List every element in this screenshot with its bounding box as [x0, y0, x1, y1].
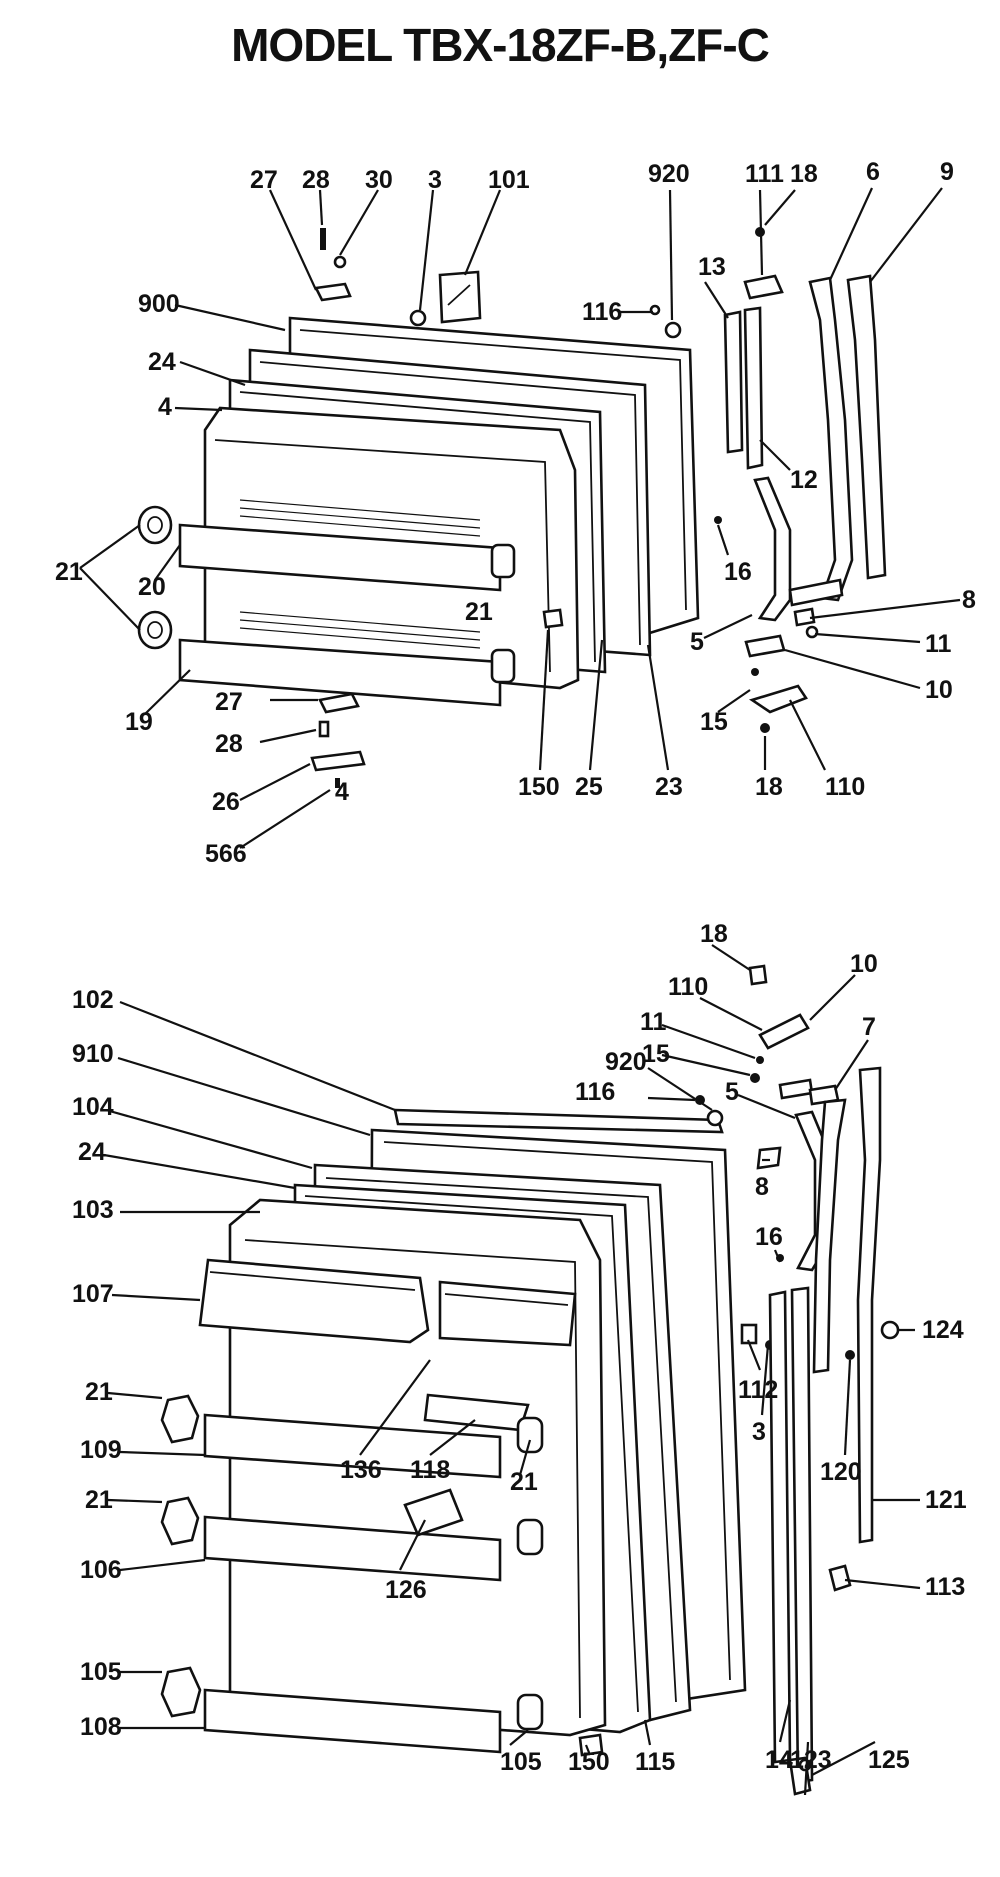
part-label: 910 [72, 1040, 114, 1068]
part-label: 120 [820, 1458, 862, 1486]
part-label: 8 [962, 586, 976, 614]
part-label: 121 [925, 1486, 967, 1514]
part-label: 150 [568, 1748, 610, 1776]
part-label: 136 [340, 1456, 382, 1484]
freezer-door-assembly [137, 227, 887, 788]
part-label: 920 [605, 1048, 647, 1076]
part-label: 126 [385, 1576, 427, 1604]
part-label: 110 [825, 773, 865, 801]
part-label: 3 [752, 1418, 766, 1446]
part-label: 106 [80, 1556, 122, 1584]
part-label: 19 [125, 708, 153, 736]
part-label: 105 [80, 1658, 122, 1686]
part-label: 115 [635, 1748, 675, 1776]
part-label: 124 [922, 1316, 964, 1344]
part-label: 101 [488, 166, 530, 194]
part-label: 112 [738, 1376, 778, 1404]
part-label: 110 [668, 973, 708, 1001]
part-label: 116 [575, 1078, 615, 1106]
part-label: 18 [700, 920, 728, 948]
part-label: 5 [725, 1078, 739, 1106]
part-label: 28 [302, 166, 330, 194]
part-label: 8 [755, 1173, 769, 1201]
part-label: 15 [700, 708, 728, 736]
part-label: 123 [790, 1746, 832, 1774]
freezer-part-labels: 27 28 30 3 101 920 111 18 6 9 900 116 13… [55, 158, 976, 868]
part-label: 9 [940, 158, 954, 186]
part-label: 6 [866, 158, 880, 186]
part-label: 113 [925, 1573, 965, 1601]
part-label: 7 [862, 1013, 876, 1041]
part-label: 24 [78, 1138, 106, 1166]
part-label: 107 [72, 1280, 114, 1308]
part-label: 4 [335, 778, 349, 806]
part-label: 11 [640, 1008, 667, 1036]
fresh-food-door-assembly [160, 964, 900, 1796]
part-label: 104 [72, 1093, 114, 1121]
part-label: 10 [925, 676, 953, 704]
part-label: 3 [428, 166, 442, 194]
part-label: 102 [72, 986, 114, 1014]
part-label: 21 [55, 558, 83, 586]
part-label: 900 [138, 290, 180, 318]
part-label: 28 [215, 730, 243, 758]
part-label: 27 [215, 688, 243, 716]
part-label: 150 [518, 773, 560, 801]
part-label: 21 [510, 1468, 538, 1496]
part-label: 18 [755, 773, 783, 801]
part-label: 16 [755, 1223, 783, 1251]
part-label: 27 [250, 166, 278, 194]
part-label: 25 [575, 773, 603, 801]
part-label: 30 [365, 166, 393, 194]
part-label: 12 [790, 466, 818, 494]
part-label: 108 [80, 1713, 122, 1741]
part-label: 109 [80, 1436, 122, 1464]
part-label: 118 [410, 1456, 450, 1484]
part-label: 13 [698, 253, 726, 281]
freezer-leader-lines [79, 187, 961, 849]
part-label: 18 [790, 160, 818, 188]
part-label: 566 [205, 840, 247, 868]
part-label: 14 [765, 1746, 793, 1774]
part-label: 5 [690, 628, 704, 656]
part-label: 105 [500, 1748, 542, 1776]
part-label: 125 [868, 1746, 910, 1774]
part-label: 21 [85, 1378, 113, 1406]
page-title: MODEL TBX-18ZF-B,ZF-C [231, 19, 770, 71]
fresh-food-part-labels: 18 110 10 11 7 15 102 920 910 116 5 104 … [72, 920, 967, 1776]
part-label: 11 [925, 630, 952, 658]
part-label: 21 [465, 598, 493, 626]
part-label: 116 [582, 298, 622, 326]
part-label: 4 [158, 393, 172, 421]
part-label: 15 [642, 1040, 670, 1068]
part-label: 103 [72, 1196, 114, 1224]
part-label: 16 [724, 558, 752, 586]
part-label: 111 [745, 160, 784, 188]
part-label: 920 [648, 160, 690, 188]
part-label: 21 [85, 1486, 113, 1514]
part-label: 24 [148, 348, 176, 376]
part-label: 10 [850, 950, 878, 978]
part-label: 20 [138, 573, 166, 601]
part-label: 26 [212, 788, 240, 816]
part-label: 23 [655, 773, 683, 801]
fresh-food-leader-lines [103, 944, 921, 1796]
